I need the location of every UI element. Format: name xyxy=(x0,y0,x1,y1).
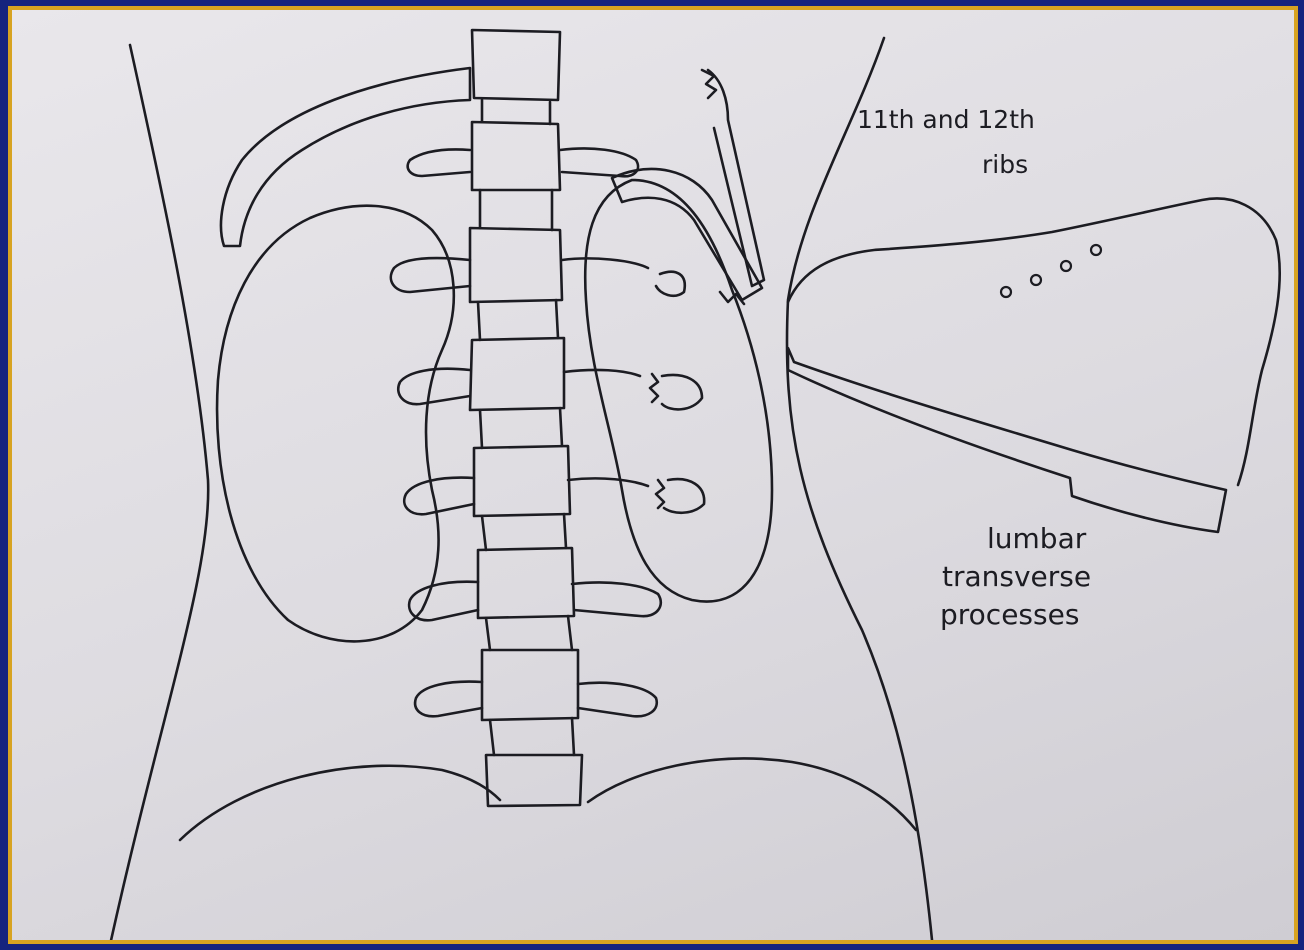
spine-diagram xyxy=(12,10,1294,940)
iliac-crest-left xyxy=(180,766,500,840)
kidney-left xyxy=(217,206,454,642)
body-outline-right xyxy=(787,38,932,940)
label-lumbar-line2: transverse xyxy=(942,560,1091,594)
page-photo: 11th and 12th ribs lumbar transverse pro… xyxy=(12,10,1294,940)
label-lumbar-line3: processes xyxy=(940,598,1079,632)
vertebral-bodies xyxy=(470,30,582,806)
intervertebral-lines xyxy=(478,100,574,755)
iliac-crest-right xyxy=(588,758,916,830)
inset-outline xyxy=(788,199,1280,485)
body-outline-left xyxy=(110,45,208,940)
transverse-processes-right xyxy=(560,148,704,716)
rib-11-left xyxy=(221,68,470,246)
inset-holes xyxy=(1001,245,1101,297)
label-lumbar-line1: lumbar xyxy=(987,522,1086,556)
inset-transverse-process xyxy=(788,348,1226,532)
label-ribs-line1: 11th and 12th xyxy=(857,105,1035,135)
label-ribs-line2: ribs xyxy=(982,150,1028,180)
kidney-right xyxy=(585,180,772,602)
